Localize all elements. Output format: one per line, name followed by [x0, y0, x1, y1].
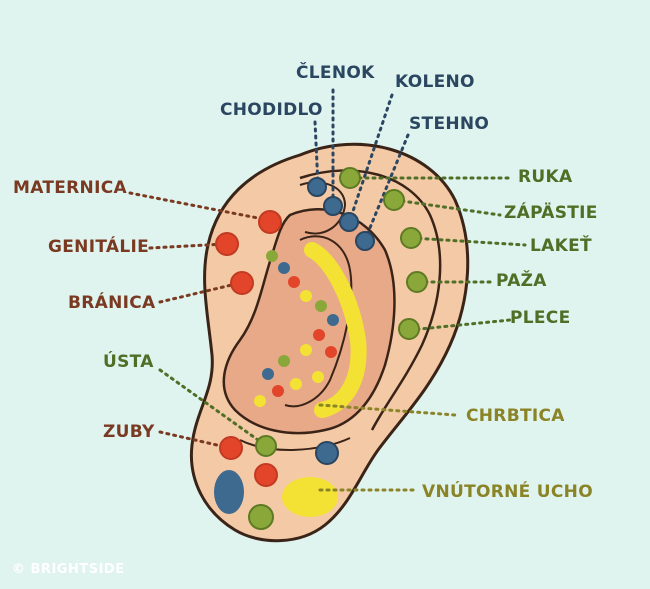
label-genitalie: GENITÁLIE: [48, 237, 150, 257]
label-stehno: STEHNO: [409, 114, 490, 134]
label-paza: PAŽA: [496, 271, 547, 291]
leader-genitalie: [148, 242, 227, 250]
ear-lobe-line: [239, 437, 351, 451]
label-ruka: RUKA: [518, 167, 573, 187]
point-ruka: [339, 167, 361, 189]
point-lobe-blue: [315, 441, 339, 465]
label-branica: BRÁNICA: [68, 293, 156, 313]
point-plece: [398, 318, 420, 340]
concha-dot: [254, 395, 266, 407]
leader-koleno: [348, 93, 394, 222]
concha-dot: [300, 290, 312, 302]
label-clenok: ČLENOK: [296, 63, 375, 83]
leader-maternica: [128, 191, 270, 222]
label-zuby: ZUBY: [103, 422, 155, 442]
leader-branica: [158, 281, 242, 304]
point-maternica: [258, 210, 282, 234]
concha-dot: [327, 314, 339, 326]
label-chrbtica: CHRBTICA: [466, 406, 565, 426]
concha-dot: [272, 385, 284, 397]
concha-dot: [325, 346, 337, 358]
inner-ear-zone: [282, 477, 338, 517]
concha-dot: [266, 250, 278, 262]
point-laket: [400, 227, 422, 249]
concha-dot: [300, 344, 312, 356]
concha-dot: [313, 329, 325, 341]
label-usta: ÚSTA: [103, 352, 154, 372]
brightside-watermark: © BRIGHTSIDE: [12, 562, 125, 577]
leader-usta: [158, 368, 267, 447]
leader-chrbtica: [318, 403, 457, 417]
label-zapastie: ZÁPÄSTIE: [504, 203, 598, 223]
leader-stehno: [363, 133, 410, 242]
label-laket: LAKEŤ: [530, 236, 592, 256]
point-usta: [255, 435, 277, 457]
point-clenok: [323, 196, 343, 216]
point-paza: [406, 271, 428, 293]
point-genitalie: [215, 232, 239, 256]
concha-dot: [288, 276, 300, 288]
ear-helix-rim: [299, 169, 442, 431]
concha-dot: [278, 355, 290, 367]
lobe-blue-zone: [214, 470, 244, 514]
label-plece: PLECE: [510, 308, 571, 328]
point-stehno: [355, 231, 375, 251]
label-vnutorne-ucho: VNÚTORNÉ UCHO: [422, 482, 593, 502]
concha-dot: [315, 300, 327, 312]
point-zapastie: [383, 189, 405, 211]
label-maternica: MATERNICA: [13, 178, 127, 198]
point-lobe-red: [254, 463, 278, 487]
point-lobe-green: [248, 504, 274, 530]
leader-laket: [410, 236, 527, 247]
leader-zuby: [158, 430, 232, 450]
concha-dot: [278, 262, 290, 274]
point-zuby: [219, 436, 243, 460]
label-chodidlo: CHODIDLO: [220, 100, 323, 120]
spine-zone: [304, 242, 367, 418]
point-koleno: [339, 212, 359, 232]
label-koleno: KOLENO: [395, 72, 475, 92]
leader-plece: [408, 318, 512, 332]
point-branica: [230, 271, 254, 295]
concha-dot: [262, 368, 274, 380]
concha-dot: [312, 371, 324, 383]
concha-dot: [290, 378, 302, 390]
point-chodidlo: [307, 177, 327, 197]
